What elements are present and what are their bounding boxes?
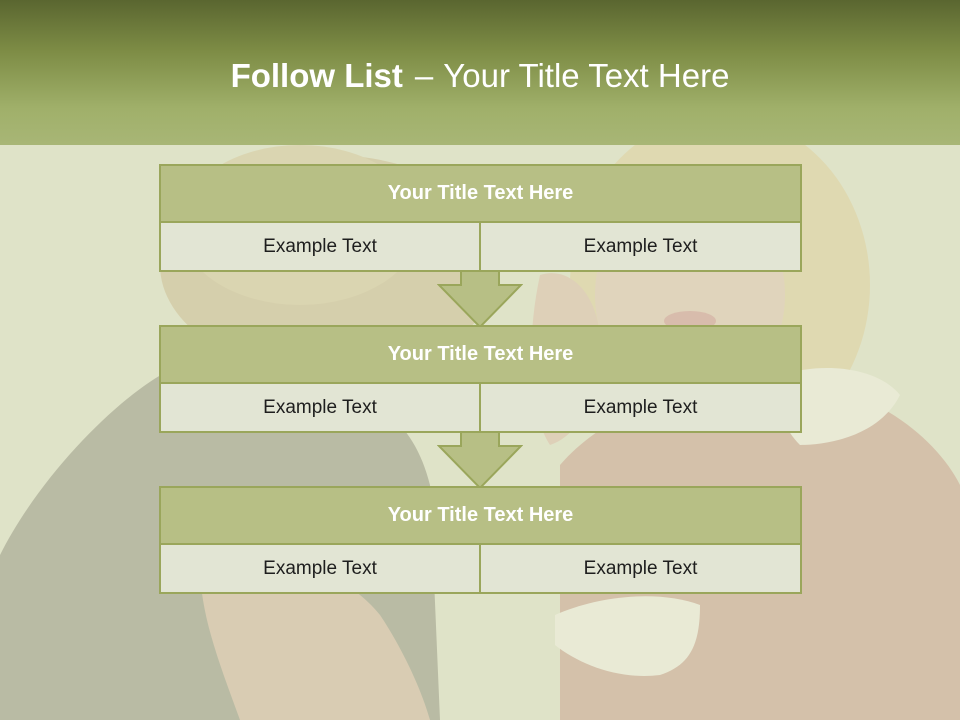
flow-block-1: Your Title Text Here Example Text Exampl… [159, 164, 802, 272]
block-cell-right: Example Text [479, 543, 802, 594]
block-cell-left: Example Text [159, 382, 481, 433]
block-cell-right: Example Text [479, 221, 802, 272]
down-arrow-icon [437, 432, 523, 490]
block-title: Your Title Text Here [159, 325, 802, 384]
flow-block-2: Your Title Text Here Example Text Exampl… [159, 325, 802, 433]
flow-block-3: Your Title Text Here Example Text Exampl… [159, 486, 802, 594]
block-title: Your Title Text Here [159, 486, 802, 545]
block-cell-left: Example Text [159, 543, 481, 594]
slide-title: Follow List–Your Title Text Here [0, 54, 960, 98]
slide-title-dash: – [414, 57, 434, 94]
header-band: Follow List–Your Title Text Here [0, 0, 960, 145]
block-title: Your Title Text Here [159, 164, 802, 223]
block-cell-left: Example Text [159, 221, 481, 272]
slide-title-rest: Your Title Text Here [443, 57, 730, 94]
slide-title-bold: Follow List [230, 57, 403, 94]
block-cell-right: Example Text [479, 382, 802, 433]
down-arrow-icon [437, 271, 523, 329]
